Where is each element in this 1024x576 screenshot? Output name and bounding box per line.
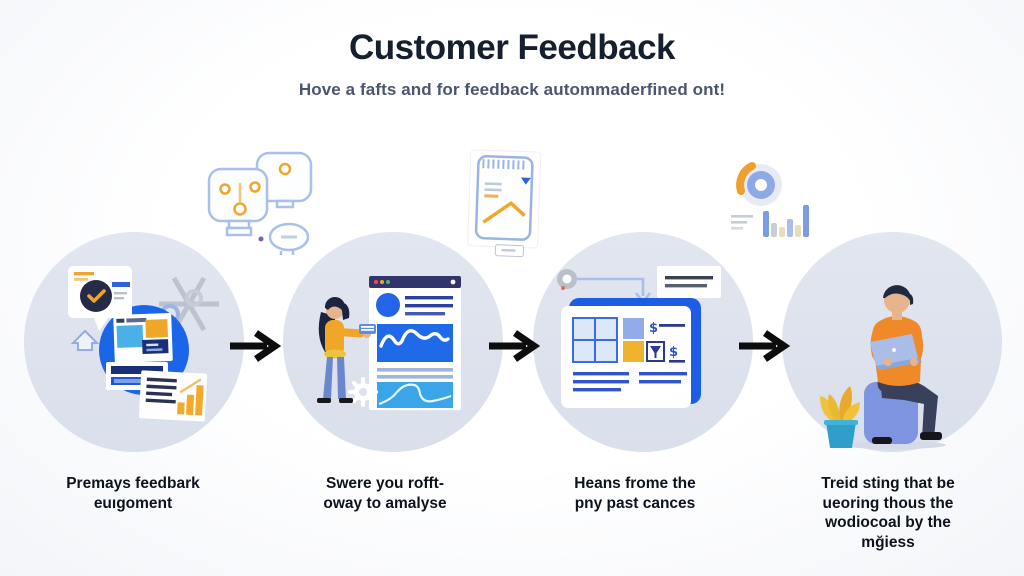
dashboard-window xyxy=(369,276,461,410)
plant xyxy=(820,386,860,448)
blue-square xyxy=(623,318,644,339)
check-circle-icon xyxy=(80,280,112,312)
feedback-message-and-reports-illustration xyxy=(68,266,219,422)
page-subtitle: Hove a fafts and for feedback autommader… xyxy=(298,80,726,99)
report-with-bars-card xyxy=(138,370,208,422)
step-2-circle xyxy=(283,232,503,452)
woman-figure xyxy=(317,296,376,403)
page-title: Customer Feedback xyxy=(348,28,676,67)
dollar-glyph: $ xyxy=(649,321,658,336)
funnel-icon xyxy=(646,341,665,362)
gear-icon xyxy=(348,377,378,407)
analyst-with-dashboard-illustration xyxy=(317,276,461,410)
step-2-caption: Swere you rofft- oway to amalyse xyxy=(323,475,447,512)
step-4-caption: Treid sting that be ueoring thous the wo… xyxy=(821,475,955,551)
dollar-glyph: $ xyxy=(669,345,678,360)
text-lines xyxy=(573,372,687,392)
avatar xyxy=(376,293,400,317)
step-4-circle xyxy=(782,232,1002,452)
note-card xyxy=(657,266,721,298)
feedback-bubble xyxy=(68,266,132,331)
right-arrow-icon xyxy=(489,330,541,362)
up-arrow-icon xyxy=(70,329,100,351)
step-1-circle xyxy=(24,232,244,452)
man-figure xyxy=(870,285,942,444)
yellow-square xyxy=(623,341,644,362)
wave-chart-panel xyxy=(377,324,453,362)
data-card-with-funnel-and-grid-illustration: $ $ xyxy=(557,266,721,408)
step-3-caption: Heans frome the pny past cances xyxy=(574,475,696,512)
grid-icon xyxy=(572,317,618,363)
person-on-stool-with-laptop-illustration xyxy=(820,285,946,449)
step-1-caption: Premays feedbark euıgoment xyxy=(66,475,200,512)
browser-card xyxy=(113,313,173,363)
step-3-circle: $ $ xyxy=(533,232,753,452)
report-document-sketch-icon xyxy=(467,149,542,258)
idea-lightbulbs-sketch-icon xyxy=(207,151,313,255)
right-arrow-icon xyxy=(230,330,282,362)
right-arrow-icon xyxy=(739,330,791,362)
main-data-card: $ $ xyxy=(561,298,701,408)
donut-and-bar-chart-sketch-icon xyxy=(731,162,809,237)
held-card xyxy=(359,324,376,334)
